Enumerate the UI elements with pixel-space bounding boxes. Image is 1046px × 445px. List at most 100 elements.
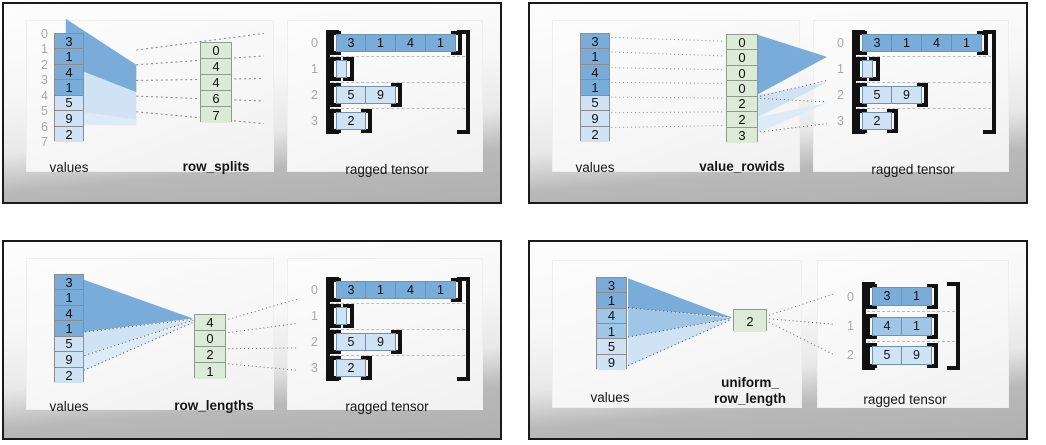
values-index-ruler [556,26,574,144]
encoding-cell: 0 [727,35,757,51]
values-cell: 5 [597,339,626,355]
tensor-cell: 2 [336,359,366,377]
tensor-row-separator [331,56,465,57]
tensor-cell: 1 [902,316,932,336]
tensor-cell: 9 [366,333,396,351]
values-cell: 2 [55,367,83,383]
tensor-empty-cell [336,60,347,78]
values-cell: 3 [55,34,83,50]
tensor-row-label: 2 [847,348,854,363]
tensor-cell: 1 [426,34,456,52]
tensor-empty-cell [862,60,873,78]
tensor-cell: 5 [862,86,892,104]
values-cell: 1 [597,293,626,309]
tensor-cell: 1 [426,281,456,299]
values-cell: 4 [581,64,609,81]
encoding-cell: 3 [727,127,757,143]
values-index-label: 6 [41,119,48,134]
tensor-row-separator [331,82,465,83]
encoding-caption: value_rowids [699,159,785,174]
values-cell: 4 [597,308,626,324]
tensor-row-label: 3 [837,114,844,128]
values-cell: 4 [55,305,83,322]
tensor-row-separator [857,56,991,57]
tensor-row-separator [867,311,955,313]
tensor-row-label: 0 [311,36,318,50]
ragged-tensor-caption: ragged tensor [863,392,947,407]
encoding-cell: 0 [727,65,757,82]
values-caption: values [575,160,615,175]
tensor-cell: 9 [366,86,396,104]
values-cell: 9 [597,354,626,370]
tensor-cell: 2 [862,112,892,130]
values-cell: 2 [55,126,83,142]
encoding-cell: 4 [201,75,231,91]
tensor-cell: 3 [336,34,366,52]
tensor-cell: 5 [336,86,366,104]
encoding-caption: row_splits [182,159,250,174]
values-cell: 1 [581,80,609,96]
ragged-tensor-caption: ragged tensor [345,162,429,177]
tensor-cell: 1 [902,287,932,307]
encoding-cell: 0 [195,331,225,347]
values-cell: 9 [581,111,609,127]
tensor-cell: 3 [336,281,366,299]
encoding-cell: 0 [727,81,757,97]
values-caption: values [49,399,89,414]
tensor-row-label: 2 [311,88,318,102]
values-index-label: 2 [41,57,48,72]
encoding-caption: row_lengths [174,398,254,413]
tensor-row-separator [857,108,991,109]
encoding-cell: 6 [201,91,231,107]
tensor-row [330,304,354,328]
tensor-cell: 1 [366,281,396,299]
values-cell: 5 [55,95,83,112]
tensor-cell: 5 [336,333,366,351]
values-cell: 1 [55,290,83,306]
values-index-ruler [30,267,48,385]
tensor-row-separator [331,355,465,356]
tensor-row-label: 1 [837,62,844,76]
encoding-cell: 2 [734,310,766,332]
tensor-row-label: 3 [311,114,318,128]
tensor-cell: 3 [872,287,902,307]
values-caption: values [590,390,630,405]
values-cell: 3 [55,275,83,291]
encoding-cell: 7 [201,107,231,123]
tensor-row [856,57,880,81]
tensor-row-separator [857,82,991,83]
encoding-cell: 0 [201,43,231,59]
tensor-cell: 4 [922,34,952,52]
values-cell: 1 [55,80,83,96]
tensor-row-separator [331,329,465,330]
tensor-cell: 5 [872,345,902,365]
tensor-cell: 9 [902,345,932,365]
tensor-row: 2 [856,109,898,133]
values-index-label: 5 [41,104,48,119]
values-index-label: 3 [41,73,48,88]
ragged-tensor-caption: ragged tensor [871,162,955,177]
tensor-row-label: 2 [311,335,318,349]
values-index-label: 4 [41,88,48,103]
encoding-cell: 0 [727,50,757,66]
values-index-label: 0 [41,27,48,41]
tensor-empty-cell [336,307,347,325]
